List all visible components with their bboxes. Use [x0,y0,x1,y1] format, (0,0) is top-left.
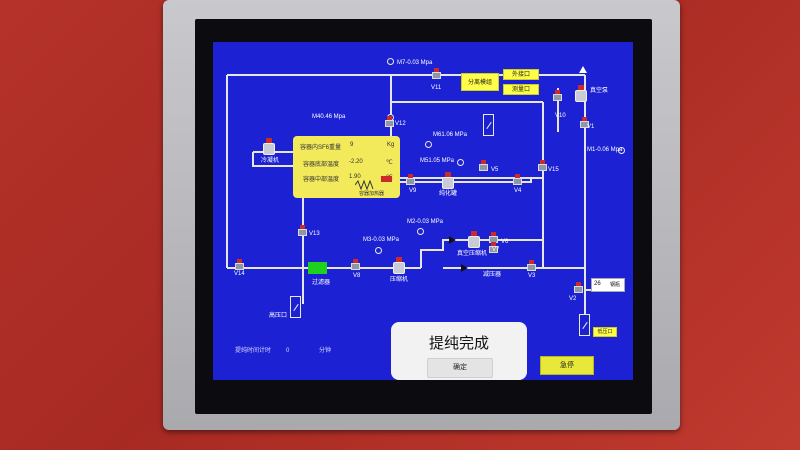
sf6-weight-unit: Kg [387,142,395,148]
valve-v5[interactable] [479,160,488,171]
valve-v3-label: V3 [528,273,536,279]
filter-indicator [308,262,327,274]
elapsed-time-label: 提纯时间计时 [235,348,272,354]
valve-v15-label: V15 [548,167,559,173]
valve-v8-label: V8 [353,273,361,279]
valve-v6-label: V6 [501,239,509,245]
separator-module-button[interactable]: 分离模组 [461,73,499,91]
pressure-gauge-icon [375,247,382,254]
purifier-unit[interactable] [442,172,454,189]
valve-v13[interactable] [298,225,307,236]
middle-temp-value: 1.90 [349,174,361,180]
valve-v3[interactable] [527,260,536,271]
valve-v9-label: V9 [409,188,417,194]
valve-v13-label: V13 [309,231,320,237]
pressure-m6: M61.06 MPa [433,132,468,138]
filter-label: 过滤器 [312,280,331,286]
high-pressure-port-label: 高压口 [269,313,288,319]
valve-v7[interactable] [489,242,498,253]
pressure-reducer-label: 减压器 [483,272,502,278]
pressure-gauge-icon [425,141,432,148]
heater-coil-icon [355,180,374,190]
vacuum-compressor-unit[interactable] [468,231,480,248]
valve-v11[interactable] [432,68,441,79]
counter-display: 26 钢瓶 [591,278,625,292]
valve-v15[interactable] [538,160,547,171]
pressure-gauge-icon [417,228,424,235]
valve-v10-label: V10 [555,113,566,119]
pressure-m2: M2-0.03 MPa [407,219,444,225]
valve-v14-label: V14 [234,271,245,277]
valve-v8[interactable] [351,259,360,270]
valve-v4[interactable] [513,174,522,185]
pressure-m7: M7-0.03 Mpa [397,60,433,66]
valve-v2-label: V2 [569,296,577,302]
valve-v14[interactable] [235,259,244,270]
pressure-gauge-icon [387,58,394,65]
valve-v12-label: V12 [395,121,406,127]
confirm-button[interactable]: 确定 [427,358,493,378]
pressure-gauge-icon [618,147,625,154]
purifier-tank [483,114,494,136]
valve-v1[interactable] [580,117,589,128]
valve-v10[interactable] [553,90,562,101]
check-valve-icon [449,236,456,244]
pressure-m5: M51.05 MPa [420,158,455,164]
sf6-weight-value: 9 [350,142,354,148]
measure-port-button[interactable]: 测量口 [503,84,539,95]
middle-temp-label: 容器中部温度 [303,177,340,183]
pressure-m3: M3-0.03 MPa [363,237,400,243]
valve-v11-label: V11 [431,85,442,91]
low-pressure-tank [579,314,590,336]
exhaust-arrow-icon [579,66,587,73]
valve-v2[interactable] [574,282,583,293]
valve-v7-label: V7 [492,247,500,253]
compressor-label: 压缩机 [390,277,409,283]
heater-status-indicator [381,176,392,182]
emergency-stop-button[interactable]: 急停 [540,356,594,375]
sf6-weight-label: 容器内SF6重量 [300,145,342,151]
high-pressure-tank [290,296,301,318]
vacuum-compressor-label: 真空压缩机 [457,251,488,257]
elapsed-time-unit: 分钟 [319,348,332,354]
bottom-temp-unit: ℃ [386,160,393,166]
check-valve-icon [461,264,468,272]
bottom-temp-value: -2.20 [349,159,363,165]
bottom-temp-label: 容器底部温度 [303,162,340,168]
vacuum-pump[interactable] [575,85,587,102]
cylinder-label: 钢瓶 [610,282,621,288]
heater-label: 容器加热器 [359,191,385,197]
low-pressure-port-button[interactable]: 低压口 [593,327,617,337]
cylinder-counter: 26 [594,281,601,287]
elapsed-time-value: 0 [286,348,290,354]
outlet-port-button[interactable]: 外接口 [503,69,539,80]
valve-v12[interactable] [385,116,394,127]
purifier-label: 纯化罐 [439,191,458,197]
valve-v4-label: V4 [514,188,522,194]
pressure-m1: M1-0.06 Mpa [587,147,623,153]
cooler-unit[interactable] [263,138,275,155]
valve-v9[interactable] [406,174,415,185]
cooler-label: 冷凝机 [261,158,280,164]
completion-dialog: 提纯完成 确定 [391,322,527,380]
compressor-unit[interactable] [393,257,405,274]
hmi-screen: M7-0.03 Mpa M40.46 Mpa M61.06 MPa M51.05… [213,42,633,380]
valve-v1-label: V1 [587,124,595,130]
vacuum-pump-label: 真空泵 [590,88,609,94]
pressure-m4: M40.46 Mpa [312,114,346,120]
container-status-panel: 容器内SF6重量 9 Kg 容器底部温度 -2.20 ℃ 容器中部温度 1.90… [293,136,400,198]
valve-v5-label: V5 [491,167,499,173]
pressure-gauge-icon [457,159,464,166]
dialog-message: 提纯完成 [428,335,489,352]
